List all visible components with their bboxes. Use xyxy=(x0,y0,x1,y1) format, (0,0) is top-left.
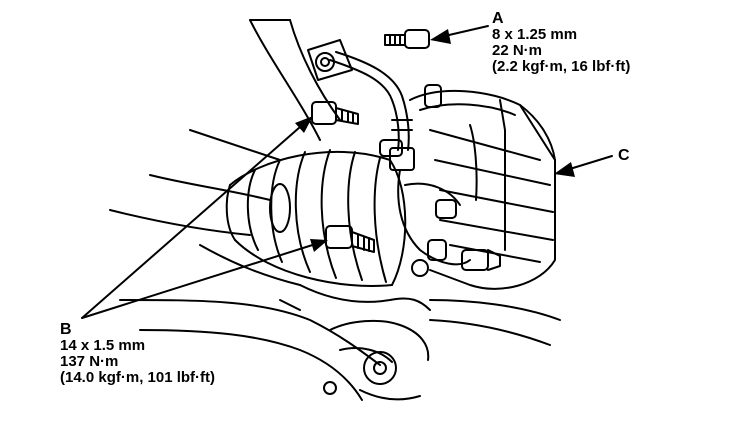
callout-a-torque: 22 N·m xyxy=(492,42,543,59)
callout-b-thread: 14 x 1.5 mm xyxy=(60,337,146,354)
bolt-b-upper-icon xyxy=(311,101,359,125)
callout-c: C xyxy=(618,148,630,164)
suspension-structure xyxy=(109,19,561,401)
callout-b-letter: B xyxy=(60,321,72,338)
callout-a-thread: 8 x 1.25 mm xyxy=(492,26,578,43)
driveshaft-boot xyxy=(225,149,407,287)
brake-caliper xyxy=(379,84,556,290)
callout-b: B 14 x 1.5 mm 137 N·m (14.0 kgf·m, 101 l… xyxy=(60,322,215,386)
bolt-b-lower-icon xyxy=(325,225,375,253)
callout-a: A 8 x 1.25 mm 22 N·m (2.2 kgf·m, 16 lbf·… xyxy=(492,11,630,75)
bolt-a-icon xyxy=(384,29,430,49)
callout-c-letter: C xyxy=(618,147,630,164)
brake-hose xyxy=(307,39,415,171)
callout-b-torque: 137 N·m xyxy=(60,353,119,370)
callout-a-torque-alt: (2.2 kgf·m, 16 lbf·ft) xyxy=(492,58,631,75)
callout-a-letter: A xyxy=(492,10,504,27)
callout-b-torque-alt: (14.0 kgf·m, 101 lbf·ft) xyxy=(60,369,216,386)
leader-lines xyxy=(81,25,613,319)
